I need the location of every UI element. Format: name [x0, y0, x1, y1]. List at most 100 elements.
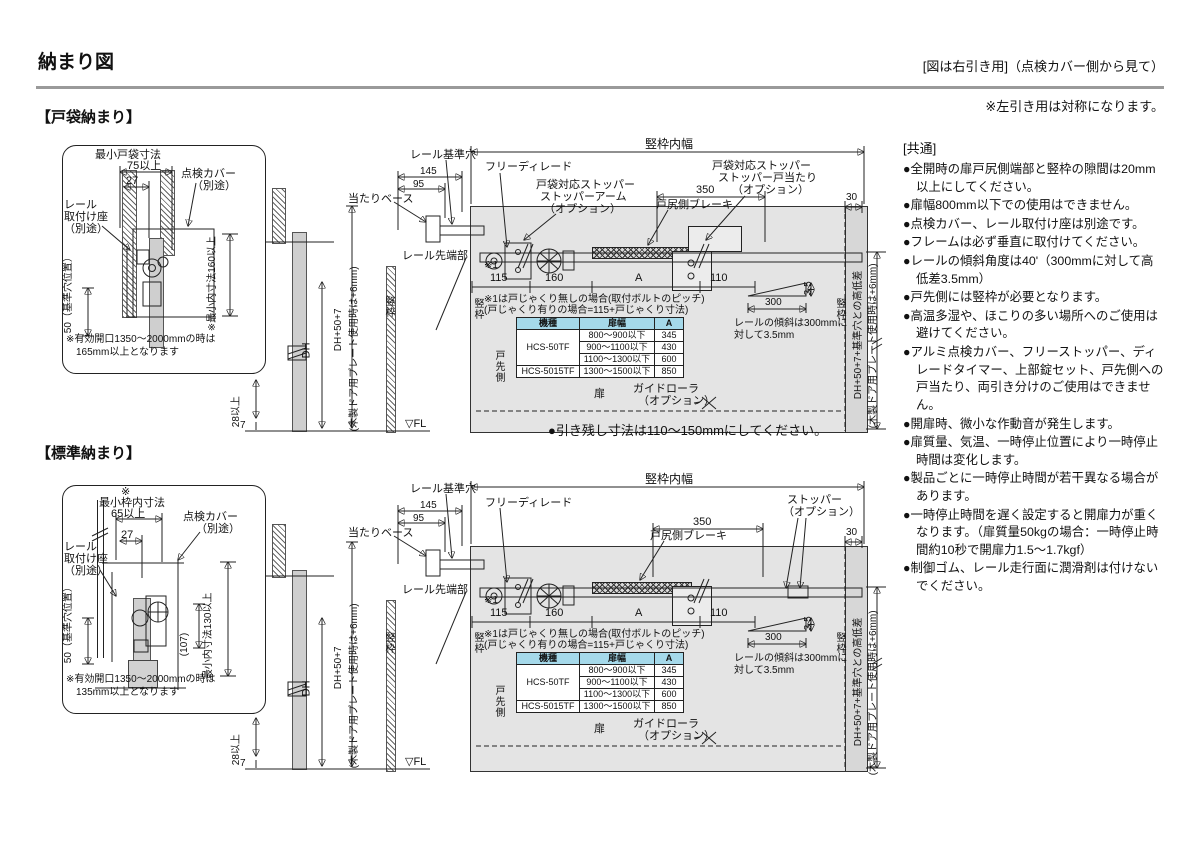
note-item: ●制御ゴム、レール走行面に潤滑剤は付けないでください。 — [903, 561, 1159, 594]
dim-7-label: 7 — [240, 758, 246, 769]
base-hole-dim-label: 50（基準穴位置） — [62, 582, 74, 664]
hanger-bracket — [672, 586, 712, 626]
door-label: 扉 — [594, 723, 605, 735]
note-item: ●レールの傾斜角度は40'（300mmに対して高低差3.5mm） — [903, 254, 1154, 286]
spec-cell: 1300～1500以下 — [579, 365, 655, 378]
spec-cell: 1300～1500以下 — [579, 700, 655, 713]
stopper-label: ストッパー — [787, 494, 842, 506]
right-height-dim-label: DH+50+7+基準穴との高低差 — [852, 270, 864, 400]
frame-label: 竪枠 — [383, 632, 394, 654]
direction-note: [図は右引き用]（点検カバー側から見て） — [922, 59, 1164, 74]
ref1-mark: ※1 — [484, 260, 498, 271]
spec-cell: 850 — [654, 365, 684, 378]
dim-65-label: 65以上 — [111, 508, 146, 520]
dim-3-5-label: 3.5 — [802, 616, 814, 631]
bolt-pitch-note2: (戸じゃくり有りの場合=115+戸じゃくり寸法) — [484, 640, 689, 651]
frame-label: 竪枠 — [472, 298, 483, 320]
ref-mark: ※ — [121, 486, 131, 498]
slope-note-line2: 対して3.5mm — [734, 665, 795, 676]
frame-label: 竪枠 — [472, 632, 483, 654]
spec-col-a: A — [654, 652, 684, 665]
atari-base-label: 当たりベース — [348, 193, 414, 205]
dim-107-label: (107) — [178, 632, 190, 657]
brake-label: 戸尻側ブレーキ — [650, 530, 727, 542]
header-rule — [36, 86, 1164, 89]
note-item: ●開扉時、微小な作動音が発生します。 — [903, 416, 1120, 431]
rail-ref-hole-label: レール基準穴 — [410, 149, 476, 161]
section-heading-pocket: 【戸袋納まり】 — [36, 109, 142, 126]
frame-hatch — [386, 600, 396, 772]
ref1-mark: ※1 — [484, 595, 498, 606]
spec-cell: 1100～1300以下 — [579, 688, 655, 701]
dh-plus-note-label: (木製ドア用プレート使用時は+6mm) — [348, 266, 360, 432]
dim-115-label: 115 — [490, 272, 508, 284]
dim-7-label: 7 — [240, 420, 246, 431]
spec-cell: 800～900以下 — [579, 664, 655, 677]
dh-plus-dim-label: DH+50+7 — [332, 308, 344, 352]
frame-label: 竪枠 — [383, 296, 394, 318]
note-item: ●全開時の扉戸尻側端部と竪枠の隙間は20mm以上にしてください。 — [903, 162, 1156, 194]
frame-hatch — [386, 266, 396, 433]
frame-label: 竪枠 — [834, 298, 845, 320]
guide-roller-label: ガイドローラ — [633, 718, 699, 730]
brake-label: 戸尻側ブレーキ — [656, 199, 733, 211]
note-item: ●フレームは必ず垂直に取付けてください。 — [903, 235, 1146, 250]
rail-tip-label: レール先端部 — [402, 584, 468, 596]
spec-cell: HCS-5015TF — [516, 365, 580, 378]
separate-note: （別途） — [64, 565, 108, 577]
spec-cell: 1100～1300以下 — [579, 353, 655, 366]
spec-cell: 430 — [654, 676, 684, 689]
rail-seat-label: レール — [64, 541, 97, 553]
dh-dim-label: DH — [300, 680, 313, 697]
option-note: （オプション） — [783, 506, 860, 518]
option-note: （オプション） — [638, 730, 715, 742]
free-delayed-label: フリーディレード — [485, 497, 573, 509]
spec-cell: 900～1100以下 — [579, 341, 655, 354]
min-inner-dim-label: 最小内寸法130以上 — [202, 592, 214, 680]
spec-cell: HCS-50TF — [516, 329, 580, 366]
note-item: ●扉幅800mm以下での使用はできません。 — [903, 198, 1138, 213]
pull-remainder-note: ●引き残し寸法は110～150mmにしてください。 — [548, 423, 828, 438]
rail-seat-label: 取付け座 — [64, 553, 108, 565]
wall-line — [97, 500, 104, 658]
separate-note: （別途） — [196, 523, 240, 535]
dim-75-label: 75以上 — [127, 160, 162, 172]
spec-cell: HCS-50TF — [516, 664, 580, 701]
spec-cell: HCS-5015TF — [516, 700, 580, 713]
note-item: ●扉質量、気温、一時停止位置により一時停止時間は変化します。 — [903, 435, 1159, 467]
spec-col-model: 機種 — [516, 317, 580, 330]
spec-cell: 850 — [654, 700, 684, 713]
common-notes-list: ●全開時の扉戸尻側端部と竪枠の隙間は20mm以上にしてください。 ●扉幅800m… — [903, 161, 1165, 596]
dim-145-label: 145 — [420, 166, 437, 177]
atari-base-label: 当たりベース — [348, 527, 414, 539]
dim-350-label: 350 — [696, 184, 715, 196]
dim-145-label: 145 — [420, 500, 437, 511]
spec-col-model: 機種 — [516, 652, 580, 665]
inspection-cover-label: 点検カバー — [181, 168, 236, 180]
stopper-arm-label: ストッパーアーム — [540, 191, 627, 203]
dim-350-label: 350 — [693, 516, 712, 528]
frame-inner-width-label: 竪枠内幅 — [645, 137, 694, 151]
spec-table-standard: 機種 扉幅 A HCS-50TF 800～900以下 345 900～1100以… — [516, 652, 684, 713]
spec-cell: 345 — [654, 329, 684, 342]
guide-roller-label: ガイドローラ — [633, 383, 699, 395]
bolt-pitch-note1: ※1は戸じゃくり無しの場合(取付ボルトのピッチ) — [484, 629, 705, 640]
note-item: ●点検カバー、レール取付け座は別途です。 — [903, 216, 1145, 231]
dim-A-label: A — [635, 607, 643, 619]
slope-note-line1: レールの傾斜は300mmに — [734, 318, 848, 329]
common-notes-heading: [共通] — [903, 141, 937, 156]
frame-inner-width-label: 竪枠内幅 — [645, 472, 694, 486]
door-front-side-label: 戸先側 — [493, 685, 504, 718]
opening-note-line1: ※有効開口1350～2000mmの時は — [66, 674, 216, 685]
door-bottom-block — [128, 660, 158, 688]
pocket-stopper-label: 戸袋対応ストッパー — [712, 160, 811, 172]
min-inner-dim-label: ※最小内寸法160以上 — [206, 236, 218, 332]
spec-col-width: 扉幅 — [579, 317, 655, 330]
dim-27-label: 27 — [121, 529, 134, 541]
bolt-pitch-note2: (戸じゃくり有りの場合=115+戸じゃくり寸法) — [484, 305, 689, 316]
rail-seat-label: レール — [64, 199, 97, 211]
dim-30-label: 30 — [846, 192, 858, 203]
opening-note-line2: 165mm以上となります — [76, 347, 180, 358]
slope-note-line1: レールの傾斜は300mmに — [734, 653, 848, 664]
